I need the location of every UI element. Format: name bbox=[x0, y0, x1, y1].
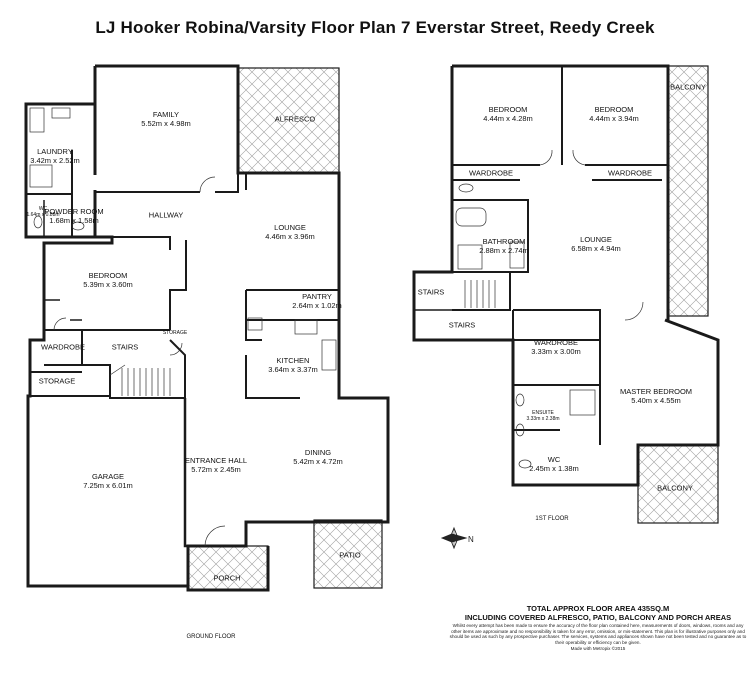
room-wardrobe-ground: WARDROBE bbox=[41, 342, 85, 352]
credit: Made with Metropix ©2015 bbox=[570, 646, 626, 652]
room-hallway: HALLWAY bbox=[148, 210, 184, 220]
ground-floor-plan bbox=[24, 64, 390, 592]
room-storage: STORAGE bbox=[38, 376, 76, 386]
ground-floor-fixtures bbox=[29, 107, 337, 547]
compass-icon: N bbox=[440, 526, 474, 550]
room-stairs-ground: STAIRS bbox=[111, 342, 139, 352]
room-porch: PORCH bbox=[213, 573, 241, 583]
first-floor-label: 1ST FLOOR bbox=[535, 516, 569, 522]
footer-notes: TOTAL APPROX FLOOR AREA 435SQ.M INCLUDIN… bbox=[448, 604, 748, 652]
room-storage-small: STORAGE bbox=[162, 330, 188, 336]
first-floor-fixtures bbox=[455, 149, 644, 469]
ground-floor-label: GROUND FLOOR bbox=[186, 634, 236, 640]
balcony-top-area bbox=[667, 65, 709, 317]
svg-text:N: N bbox=[468, 535, 474, 544]
patio-area bbox=[313, 519, 383, 589]
room-stairs-first-2: STAIRS bbox=[448, 320, 476, 330]
porch-area bbox=[187, 545, 269, 591]
including-areas: INCLUDING COVERED ALFRESCO, PATIO, BALCO… bbox=[464, 613, 732, 622]
page-title: LJ Hooker Robina/Varsity Floor Plan 7 Ev… bbox=[95, 18, 655, 37]
alfresco-area bbox=[237, 67, 340, 174]
total-area: TOTAL APPROX FLOOR AREA 435SQ.M bbox=[526, 604, 670, 613]
first-floor-plan bbox=[412, 64, 720, 524]
room-stairs-first-1: STAIRS bbox=[417, 287, 445, 297]
room-wardrobe-2: WARDROBE bbox=[608, 168, 652, 178]
room-balcony-bottom: BALCONY bbox=[657, 483, 693, 493]
room-balcony-top: BALCONY bbox=[670, 82, 706, 92]
room-wardrobe-1: WARDROBE bbox=[469, 168, 513, 178]
room-alfresco: ALFRESCO bbox=[274, 114, 316, 124]
disclaimer: Whilst every attempt has been made to en… bbox=[449, 623, 747, 645]
room-patio: PATIO bbox=[339, 550, 361, 560]
